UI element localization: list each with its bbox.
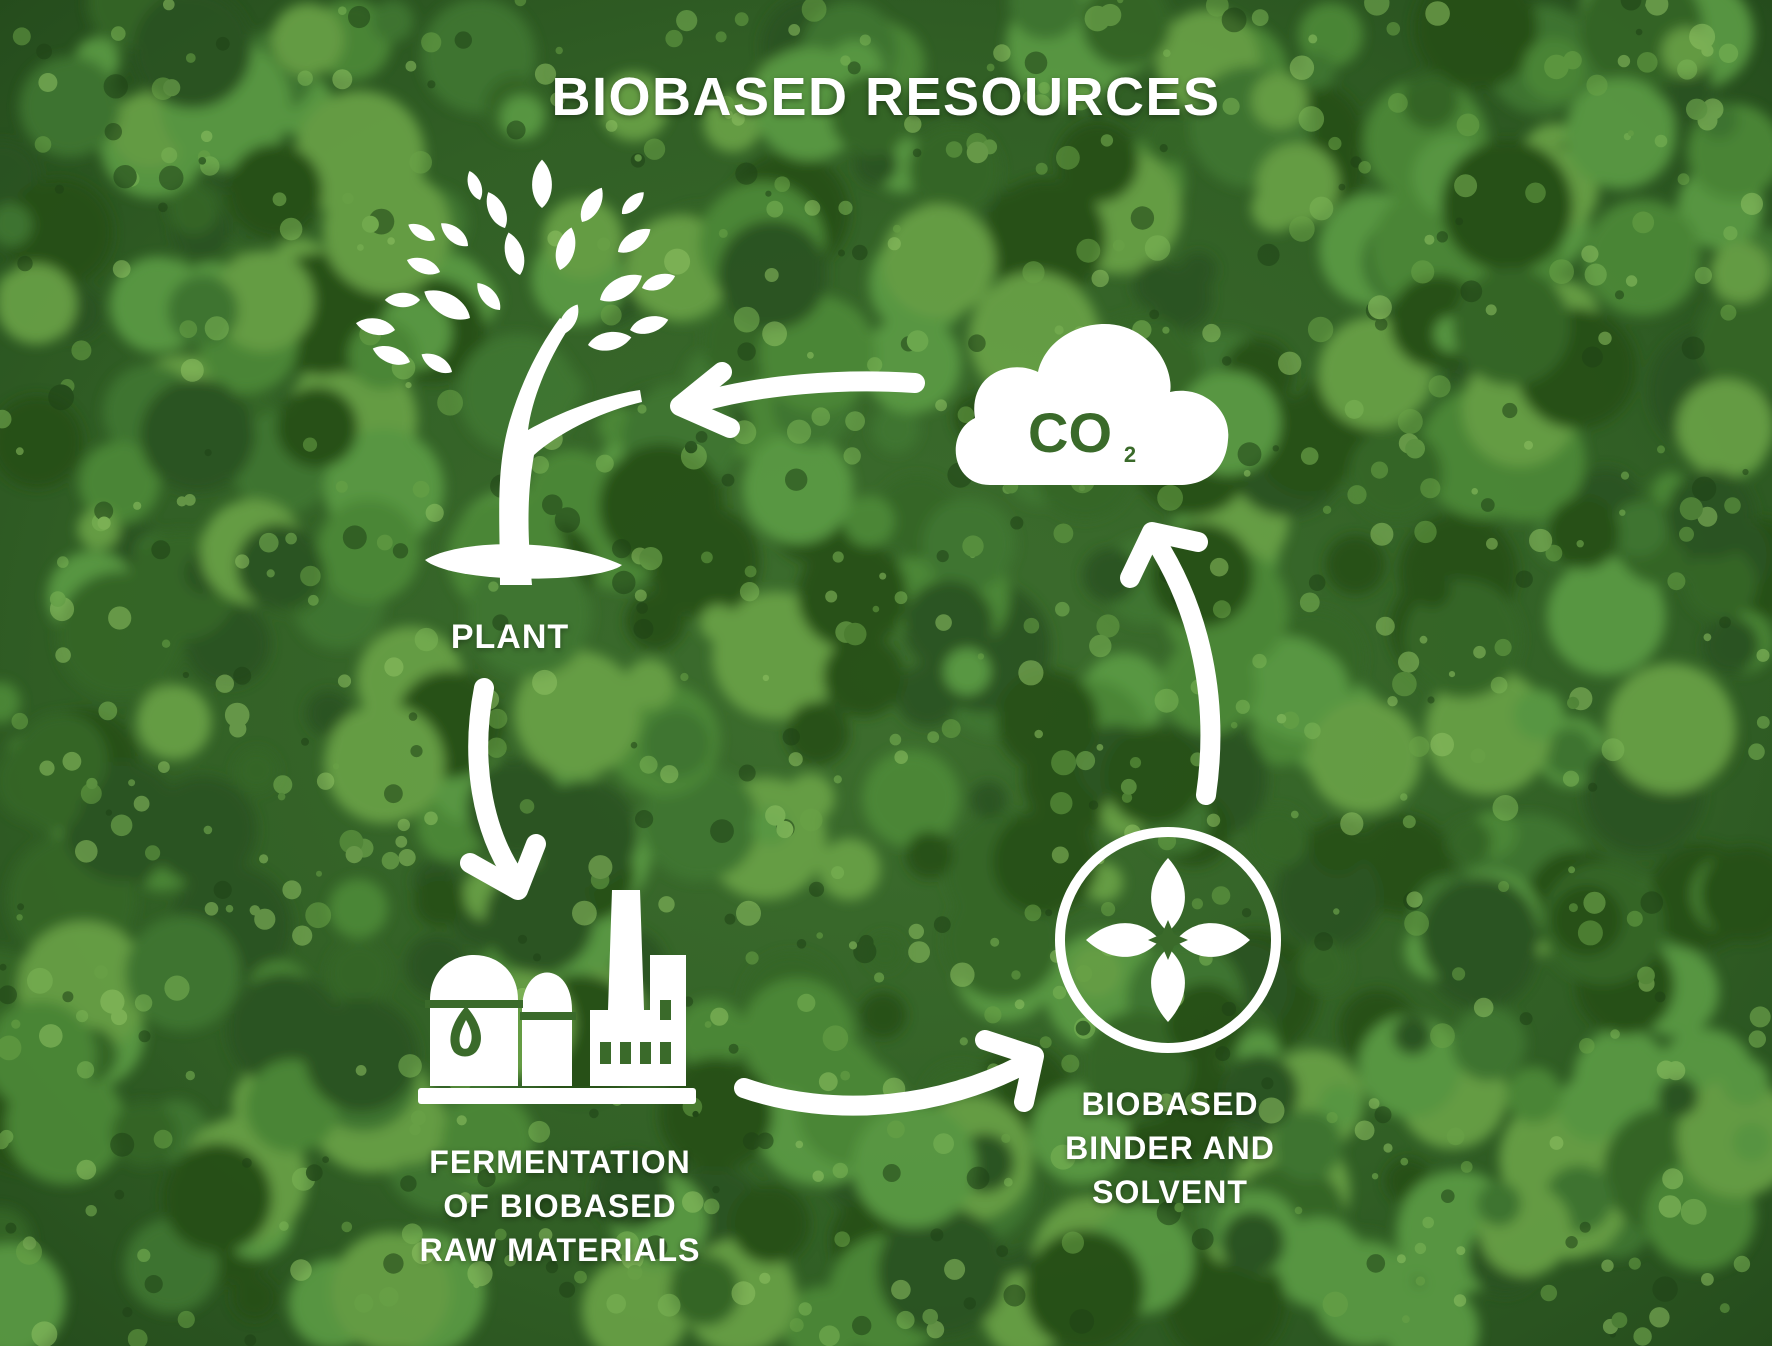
fermentation-label-line-2: OF BIOBASED	[443, 1188, 677, 1224]
diagram-title: BIOBASED RESOURCES	[551, 67, 1221, 127]
co2-cloud-icon: CO 2	[955, 323, 1229, 485]
tree-icon	[356, 159, 676, 585]
binder-label: BIOBASED BINDER AND SOLVENT	[1010, 1082, 1330, 1214]
arrow-co2-to-plant	[670, 362, 925, 438]
arrow-fermentation-to-binder	[734, 1030, 1044, 1116]
co2-text: CO	[1028, 401, 1112, 464]
plant-label: PLANT	[450, 618, 570, 656]
arrow-binder-to-co2	[1120, 522, 1221, 805]
binder-label-line-2: BINDER AND	[1065, 1130, 1275, 1166]
fermentation-label: FERMENTATION OF BIOBASED RAW MATERIALS	[360, 1140, 760, 1272]
arrow-plant-to-fermentation	[460, 678, 546, 900]
leaf-circle-icon	[1055, 827, 1281, 1053]
fermentation-label-line-1: FERMENTATION	[429, 1144, 691, 1180]
binder-label-line-1: BIOBASED	[1081, 1086, 1259, 1122]
co2-subscript: 2	[1124, 442, 1136, 467]
fermentation-label-line-3: RAW MATERIALS	[419, 1232, 701, 1268]
binder-label-line-3: SOLVENT	[1092, 1174, 1248, 1210]
factory-icon	[418, 890, 696, 1104]
